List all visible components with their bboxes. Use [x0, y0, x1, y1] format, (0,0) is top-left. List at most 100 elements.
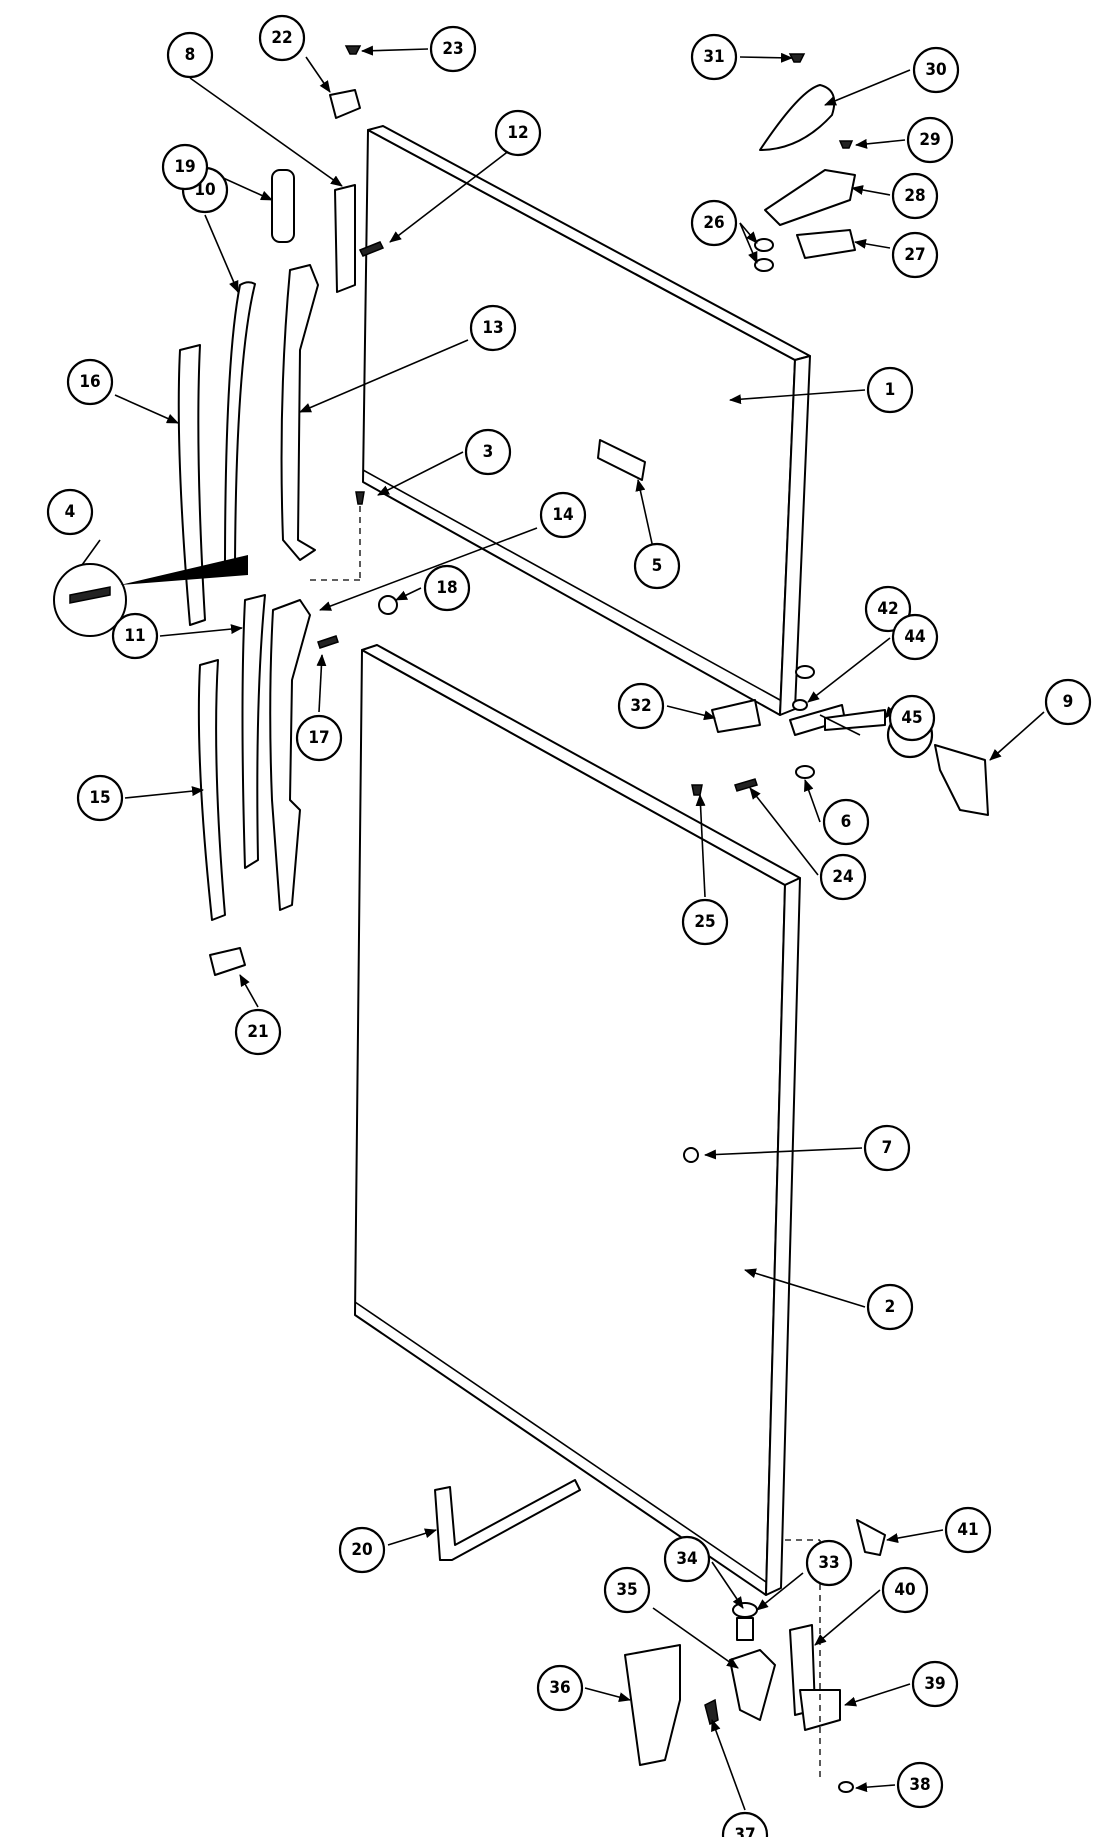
callout-36: 36 [536, 1664, 584, 1712]
callout-label: 10 [194, 180, 215, 200]
callout-label: 21 [247, 1022, 268, 1042]
callout-circle [896, 1761, 944, 1809]
callout-label: 6 [841, 812, 852, 832]
callout-label: 18 [436, 578, 457, 598]
callout-21: 21 [234, 1008, 282, 1056]
callout-circle [338, 1526, 386, 1574]
callout-circle [464, 428, 512, 476]
callout-30: 30 [912, 46, 960, 94]
callout-circle [863, 1124, 911, 1172]
callout-circle [866, 1283, 914, 1331]
callout-circle [234, 1008, 282, 1056]
callout-32: 32 [617, 682, 665, 730]
callout-label: 19 [174, 157, 195, 177]
callout-9: 9 [1044, 678, 1092, 726]
callout-circle [76, 774, 124, 822]
callout-label: 28 [904, 186, 925, 206]
callout-14: 14 [539, 491, 587, 539]
callout-circle [681, 898, 729, 946]
callout-label: 45 [901, 708, 922, 728]
callout-8: 8 [166, 31, 214, 79]
callout-circle [633, 542, 681, 590]
callout-label: 42 [877, 599, 898, 619]
callout-17: 17 [295, 714, 343, 762]
callout-circle [891, 231, 939, 279]
callout-label: 35 [616, 1580, 637, 1600]
callout-7: 7 [863, 1124, 911, 1172]
callout-circle [906, 116, 954, 164]
callout-label: 32 [630, 696, 651, 716]
callout-label: 34 [676, 1549, 697, 1569]
callout-circle [258, 14, 306, 62]
callout-label: 29 [919, 130, 940, 150]
callout-label: 7 [882, 1138, 893, 1158]
callout-label: 16 [79, 372, 100, 392]
callout-12: 12 [494, 109, 542, 157]
callout-circle [912, 46, 960, 94]
callout-27: 27 [891, 231, 939, 279]
callout-circle [911, 1660, 959, 1708]
callout-label: 5 [652, 556, 663, 576]
callout-circle [721, 1811, 769, 1837]
callout-10: 10 [181, 166, 229, 214]
callout-circle [536, 1664, 584, 1712]
upper-door-panel [362, 125, 811, 716]
callout-circle [166, 31, 214, 79]
callout-label: 25 [694, 912, 715, 932]
callout-circle [866, 366, 914, 414]
callout-circle [295, 714, 343, 762]
callout-circle [690, 33, 738, 81]
callout-38: 38 [896, 1761, 944, 1809]
callout-2: 2 [866, 1283, 914, 1331]
callout-40: 40 [881, 1566, 929, 1614]
callout-label: 37 [734, 1825, 755, 1837]
callout-circle [429, 25, 477, 73]
callout-label: 39 [924, 1674, 945, 1694]
callout-label: 14 [552, 505, 573, 525]
callout-circle [891, 613, 939, 661]
callout-19: 19 [161, 143, 209, 191]
callout-22: 22 [258, 14, 306, 62]
callout-circle [603, 1566, 651, 1614]
callout-label: 17 [308, 728, 329, 748]
callout-label: 27 [904, 245, 925, 265]
callout-41: 41 [944, 1506, 992, 1554]
callout-44: 44 [891, 613, 939, 661]
part-shapes [53, 45, 989, 1793]
callout-circle [663, 1535, 711, 1583]
callout-circle [805, 1539, 853, 1587]
callout-circle [888, 694, 936, 742]
callout-circle [891, 172, 939, 220]
callout-label: 11 [124, 626, 145, 646]
callout-label: 22 [271, 28, 292, 48]
callout-label: 26 [703, 213, 724, 233]
callout-circle [819, 853, 867, 901]
callout-33: 33 [805, 1539, 853, 1587]
callout-label: 33 [818, 1553, 839, 1573]
callout-16: 16 [66, 358, 114, 406]
callout-circle [944, 1506, 992, 1554]
callout-label: 30 [925, 60, 946, 80]
callout-20: 20 [338, 1526, 386, 1574]
callout-label: 23 [442, 39, 463, 59]
callout-28: 28 [891, 172, 939, 220]
callout-18: 18 [423, 564, 471, 612]
callout-11: 11 [111, 612, 159, 660]
callout-label: 12 [507, 123, 528, 143]
callout-label: 15 [89, 788, 110, 808]
callout-circle [1044, 678, 1092, 726]
callout-37: 37 [721, 1811, 769, 1837]
callout-label: 13 [482, 318, 503, 338]
callout-circle [469, 304, 517, 352]
callout-circle [111, 612, 159, 660]
callout-6: 6 [822, 798, 870, 846]
callout-label: 2 [885, 1297, 896, 1317]
callout-26: 26 [690, 199, 738, 247]
callout-label: 9 [1063, 692, 1074, 712]
callout-39: 39 [911, 1660, 959, 1708]
callout-1: 1 [866, 366, 914, 414]
callout-34: 34 [663, 1535, 711, 1583]
callout-25: 25 [681, 898, 729, 946]
callout-label: 3 [483, 442, 494, 462]
